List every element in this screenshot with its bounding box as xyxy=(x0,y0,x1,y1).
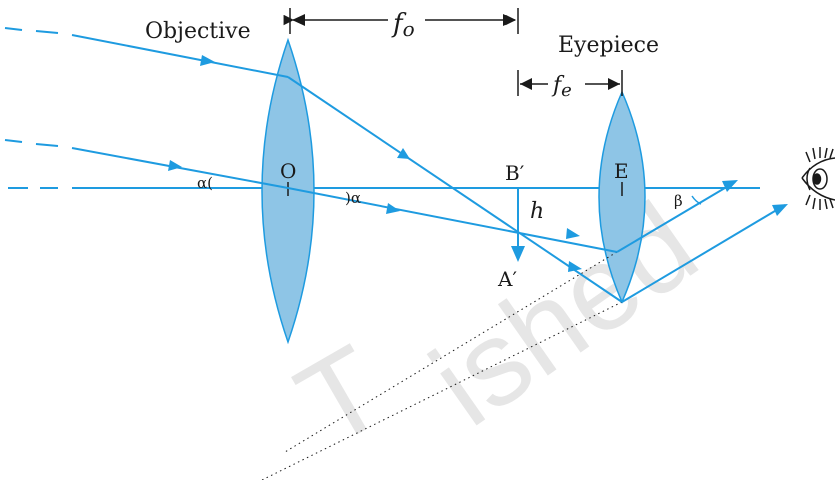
beta-label: β xyxy=(674,192,683,210)
ray-top xyxy=(4,27,786,303)
point-B-prime-label: B′ xyxy=(505,161,525,185)
ray-arrowhead xyxy=(722,180,738,192)
fe-sub: e xyxy=(561,80,572,101)
objective-label: Objective xyxy=(145,19,251,44)
image-height-label: h xyxy=(530,199,544,224)
construction-lines xyxy=(261,251,623,480)
point-E-label: E xyxy=(614,159,629,183)
watermark-text-1: T xyxy=(276,320,406,473)
ray-arrowhead xyxy=(566,228,580,239)
fo-label: fo xyxy=(391,9,415,41)
beta-angle-arc xyxy=(691,195,702,205)
fo-dimension xyxy=(283,8,519,34)
ray-arrowhead xyxy=(568,261,582,272)
watermark: T ished xyxy=(276,177,720,473)
alpha-left-label: α( xyxy=(197,174,213,192)
ray-arrowhead xyxy=(397,148,410,159)
fo-arrowheads xyxy=(292,14,516,26)
eyepiece-label: Eyepiece xyxy=(558,33,659,58)
fo-sub: o xyxy=(403,17,415,41)
ray-middle xyxy=(4,139,736,253)
ray-arrowhead xyxy=(772,204,788,216)
ray-arrowhead xyxy=(200,55,215,66)
ray-arrowhead xyxy=(168,160,182,171)
eye-icon xyxy=(801,147,835,210)
alpha-right-label: )α xyxy=(345,189,361,207)
point-A-prime-label: A′ xyxy=(497,267,517,291)
fe-arrowheads xyxy=(520,78,620,90)
image-arrowhead xyxy=(511,246,525,262)
ray-arrowheads xyxy=(168,55,788,272)
ray-arrowhead xyxy=(386,203,400,214)
fe-label: fe xyxy=(551,73,572,101)
point-O-label: O xyxy=(280,159,296,183)
